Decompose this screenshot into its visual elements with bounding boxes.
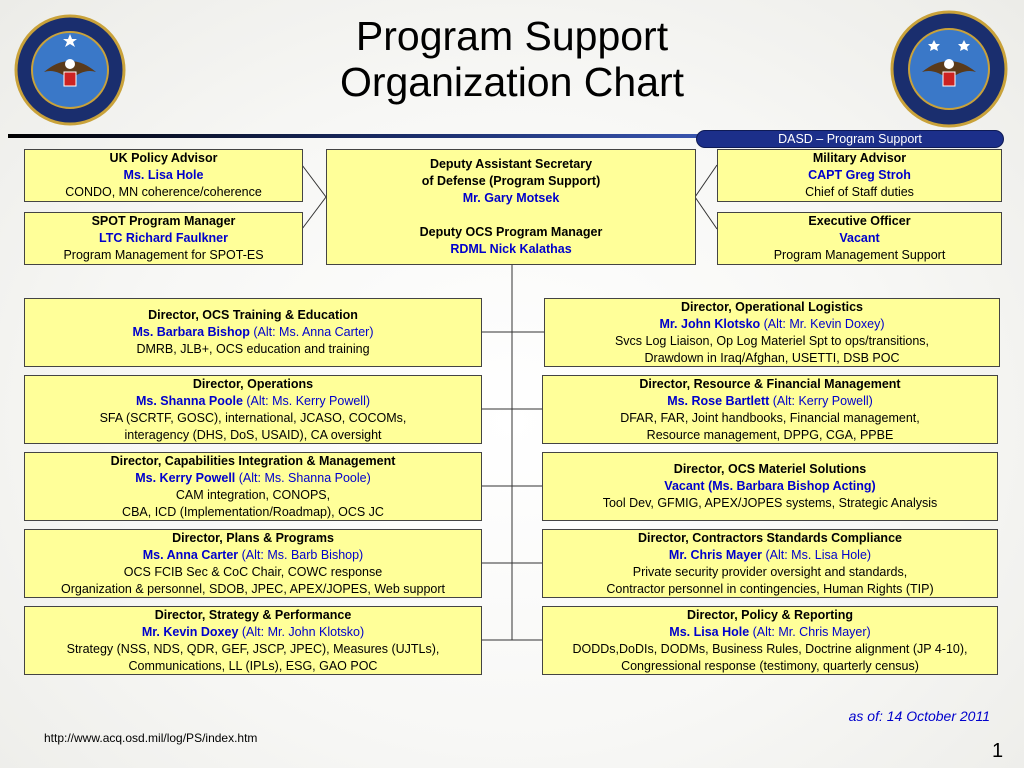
box-title: UK Policy Advisor (109, 151, 218, 165)
box-name-line: Ms. Kerry Powell (Alt: Ms. Shanna Poole) (25, 470, 481, 487)
box-title: Military Advisor (812, 151, 907, 165)
box-director-plans-programs: Director, Plans & Programs Ms. Anna Cart… (24, 529, 482, 598)
box-name-line: Ms. Rose Bartlett (Alt: Kerry Powell) (543, 393, 997, 410)
box-title: Director, Resource & Financial Managemen… (639, 376, 901, 391)
box-name: Mr. John Klotsko (659, 316, 761, 331)
box-name-line: Vacant (Ms. Barbara Bishop Acting) (543, 478, 997, 495)
box-detail-2: Contractor personnel in contingencies, H… (606, 581, 934, 596)
page-number: 1 (992, 740, 1004, 762)
center-line-3: Deputy OCS Program Manager (419, 225, 603, 239)
box-name: CAPT Greg Stroh (808, 168, 911, 182)
center-name-1: Mr. Gary Motsek (462, 191, 560, 205)
box-alt: (Alt: Kerry Powell) (769, 393, 873, 408)
as-of-date: as of: 14 October 2011 (848, 708, 990, 724)
center-name-2: RDML Nick Kalathas (450, 242, 572, 256)
box-detail-2: CBA, ICD (Implementation/Roadmap), OCS J… (122, 504, 384, 519)
box-title: Director, Contractors Standards Complian… (638, 530, 902, 545)
box-detail-1: Svcs Log Liaison, Op Log Materiel Spt to… (614, 333, 930, 348)
box-name: LTC Richard Faulkner (99, 231, 228, 245)
box-uk-policy-advisor: UK Policy Advisor Ms. Lisa Hole CONDO, M… (24, 149, 303, 202)
box-detail-1: DODDs,DoDIs, DODMs, Business Rules, Doct… (572, 641, 968, 656)
box-director-operational-logistics: Director, Operational Logistics Mr. John… (544, 298, 1000, 367)
box-detail-2: Drawdown in Iraq/Afghan, USETTI, DSB POC (644, 350, 900, 365)
center-line-2: of Defense (Program Support) (421, 174, 601, 188)
box-title: Director, Operations (192, 376, 314, 391)
box-name-line: Ms. Anna Carter (Alt: Ms. Barb Bishop) (25, 547, 481, 564)
box-detail-1: SFA (SCRTF, GOSC), international, JCASO,… (99, 410, 407, 425)
box-name: Ms. Anna Carter (142, 547, 239, 562)
center-line-1: Deputy Assistant Secretary (429, 157, 593, 171)
box-title: Director, OCS Training & Education (148, 308, 358, 322)
box-title: Director, Strategy & Performance (154, 607, 352, 622)
box-name: Mr. Chris Mayer (668, 547, 763, 562)
box-name: Vacant (Ms. Barbara Bishop Acting) (664, 479, 876, 493)
title-line-1: Program Support (355, 13, 669, 59)
box-title: Director, Operational Logistics (681, 299, 863, 314)
box-detail-1: Strategy (NSS, NDS, QDR, GEF, JSCP, JPEC… (66, 641, 440, 656)
box-title: Director, Policy & Reporting (686, 607, 853, 622)
box-detail-2: interagency (DHS, DoS, USAID), CA oversi… (124, 427, 382, 442)
box-dasd-program-support: Deputy Assistant Secretary of Defense (P… (326, 149, 696, 265)
banner-dasd-program-support: DASD – Program Support (696, 130, 1004, 148)
box-name-line: Ms. Shanna Poole (Alt: Ms. Kerry Powell) (25, 393, 481, 410)
box-alt: (Alt: Ms. Barb Bishop) (238, 547, 364, 562)
center-spacer (327, 207, 695, 224)
box-alt: (Alt: Ms. Kerry Powell) (242, 393, 371, 408)
box-name-line: Mr. Kevin Doxey (Alt: Mr. John Klotsko) (25, 624, 481, 641)
box-director-ocs-materiel-solutions: Director, OCS Materiel Solutions Vacant … (542, 452, 998, 521)
box-alt: (Alt: Mr. John Klotsko) (238, 624, 365, 639)
box-alt: (Alt: Ms. Anna Carter) (249, 325, 374, 339)
source-url[interactable]: http://www.acq.osd.mil/log/PS/index.htm (44, 731, 258, 745)
box-name: Ms. Lisa Hole (123, 168, 204, 182)
dod-seal-icon (14, 14, 126, 126)
box-detail-2: Organization & personnel, SDOB, JPEC, AP… (61, 581, 445, 596)
box-executive-officer: Executive Officer Vacant Program Managem… (717, 212, 1002, 265)
box-detail: Program Management for SPOT-ES (63, 248, 264, 262)
box-name-line: Mr. Chris Mayer (Alt: Ms. Lisa Hole) (543, 547, 997, 564)
box-name: Ms. Barbara Bishop (132, 325, 250, 339)
box-detail-2: Resource management, DPPG, CGA, PPBE (646, 427, 894, 442)
box-detail-1: Tool Dev, GFMIG, APEX/JOPES systems, Str… (602, 496, 938, 510)
box-director-resource-financial-management: Director, Resource & Financial Managemen… (542, 375, 998, 444)
box-detail-2: Communications, LL (IPLs), ESG, GAO POC (128, 658, 378, 673)
box-name: Ms. Lisa Hole (669, 624, 750, 639)
box-director-operations: Director, Operations Ms. Shanna Poole (A… (24, 375, 482, 444)
box-alt: (Alt: Ms. Shanna Poole) (235, 470, 371, 485)
box-detail: Chief of Staff duties (805, 185, 914, 199)
box-title: SPOT Program Manager (91, 214, 236, 228)
box-director-contractors-standards-compliance: Director, Contractors Standards Complian… (542, 529, 998, 598)
box-detail-1: OCS FCIB Sec & CoC Chair, COWC response (123, 564, 383, 579)
box-detail-1: Private security provider oversight and … (632, 564, 908, 579)
box-name: Ms. Rose Bartlett (667, 393, 770, 408)
box-detail: CONDO, MN coherence/coherence (65, 185, 262, 199)
header-rule (8, 134, 708, 138)
box-name: Mr. Kevin Doxey (141, 624, 239, 639)
box-alt: (Alt: Ms. Lisa Hole) (762, 547, 872, 562)
box-name: Ms. Shanna Poole (135, 393, 243, 408)
box-name: Ms. Kerry Powell (135, 470, 236, 485)
box-alt: (Alt: Mr. Kevin Doxey) (760, 316, 885, 331)
box-director-capabilities-integration: Director, Capabilities Integration & Man… (24, 452, 482, 521)
box-alt: (Alt: Mr. Chris Mayer) (749, 624, 871, 639)
box-detail-1: CAM integration, CONOPS, (175, 487, 331, 502)
box-name-line: Ms. Lisa Hole (Alt: Mr. Chris Mayer) (543, 624, 997, 641)
box-director-ocs-training-education: Director, OCS Training & Education Ms. B… (24, 298, 482, 367)
dasd-seal-icon (890, 10, 1008, 128)
box-name-line: Mr. John Klotsko (Alt: Mr. Kevin Doxey) (545, 316, 999, 333)
box-detail-1: DMRB, JLB+, OCS education and training (136, 342, 370, 356)
box-title: Director, OCS Materiel Solutions (673, 462, 867, 476)
box-detail-2: Congressional response (testimony, quart… (621, 658, 919, 673)
box-military-advisor: Military Advisor CAPT Greg Stroh Chief o… (717, 149, 1002, 202)
box-name-line: Ms. Barbara Bishop (Alt: Ms. Anna Carter… (25, 324, 481, 341)
title-line-2: Organization Chart (339, 59, 685, 105)
box-name: Vacant (839, 231, 880, 245)
box-title: Director, Capabilities Integration & Man… (110, 453, 396, 468)
box-title: Executive Officer (808, 214, 911, 228)
box-spot-program-manager: SPOT Program Manager LTC Richard Faulkne… (24, 212, 303, 265)
box-detail: Program Management Support (773, 248, 946, 262)
box-director-strategy-performance: Director, Strategy & Performance Mr. Kev… (24, 606, 482, 675)
box-title: Director, Plans & Programs (172, 530, 334, 545)
box-detail-1: DFAR, FAR, Joint handbooks, Financial ma… (620, 410, 920, 425)
box-director-policy-reporting: Director, Policy & Reporting Ms. Lisa Ho… (542, 606, 998, 675)
